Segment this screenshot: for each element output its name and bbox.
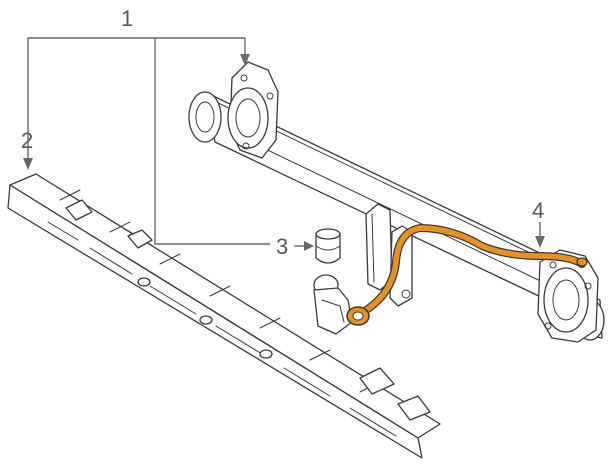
sensor-ball-joint xyxy=(313,274,353,335)
callout-4: 4 xyxy=(532,198,544,223)
link-rod xyxy=(346,224,588,326)
right-mount-bracket xyxy=(537,249,599,343)
callout-3: 3 xyxy=(276,234,288,259)
left-mount-bracket xyxy=(227,61,279,159)
bumper-reinforcement xyxy=(7,173,441,459)
callout-labels: 1 2 3 4 xyxy=(21,6,544,259)
callout-1: 1 xyxy=(121,6,133,31)
callout-2: 2 xyxy=(21,128,33,153)
bump-stop xyxy=(315,228,341,264)
link-rod-end xyxy=(576,257,588,267)
link-rod-fill xyxy=(353,225,585,319)
callout-leaders xyxy=(23,37,545,251)
